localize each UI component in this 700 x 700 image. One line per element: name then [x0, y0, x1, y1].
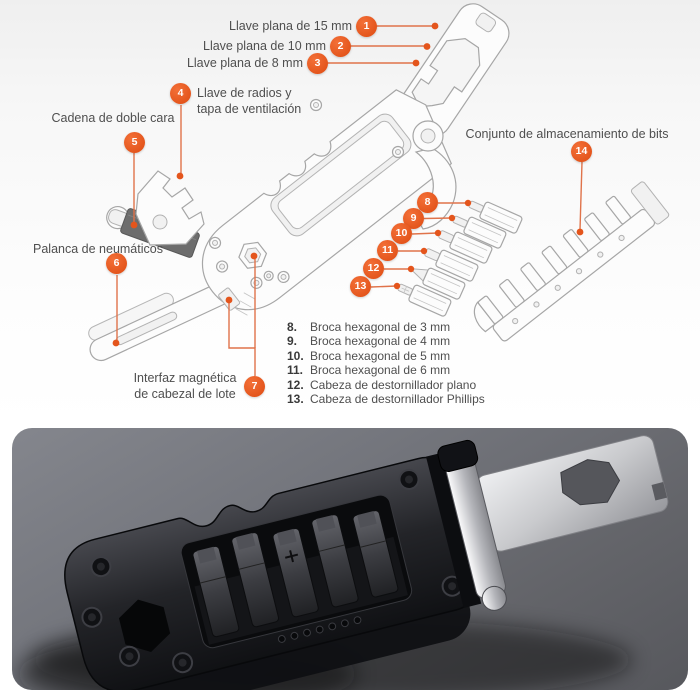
callout-label-magnetic-interface: Interfaz magnética de cabezal de lote	[133, 371, 237, 401]
callout-label-spoke-wrench: Llave de radios y tapa de ventilación	[197, 86, 302, 116]
callout-badge-6: 6	[106, 253, 127, 274]
bit-badge-11: 11	[377, 240, 398, 261]
exploded-diagram: Llave plana de 15 mm Llave plana de 10 m…	[0, 0, 700, 428]
callout-badge-5: 5	[124, 132, 145, 153]
bits-drawing	[397, 200, 523, 317]
photo-hex-hole	[118, 599, 171, 652]
bit-legend-list: 8. Broca hexagonal de 3 mm 9. Broca hexago…	[287, 320, 485, 406]
callout-badge-2: 2	[330, 36, 351, 57]
bit-legend-item: 10. Broca hexagonal de 5 mm	[287, 349, 485, 363]
bit-legend-text: Cabeza de destornillador Phillips	[310, 392, 485, 407]
bit-legend-num: 11.	[287, 363, 304, 378]
spoke-wrench-drawing	[135, 170, 205, 246]
callout-badge-1: 1	[356, 16, 377, 37]
photo-drain-holes	[277, 616, 362, 643]
leader-lines	[112, 22, 584, 376]
bit-badge-13: 13	[350, 276, 371, 297]
bit-legend-text: Broca hexagonal de 4 mm	[310, 334, 451, 349]
bit-rack-drawing	[473, 181, 670, 342]
callout-label-8mm: Llave plana de 8 mm	[186, 56, 303, 70]
bit-legend-text: Broca hexagonal de 3 mm	[310, 320, 451, 334]
bit-legend-text: Cabeza de destornillador plano	[310, 377, 477, 392]
bit-legend-num: 10.	[287, 348, 304, 363]
bit-badge-10: 10	[391, 223, 412, 244]
callout-label-bit-storage: Conjunto de almacenamiento de bits	[465, 127, 669, 141]
callout-badge-4: 4	[170, 83, 191, 104]
bit-badge-12: 12	[363, 258, 384, 279]
callout-label-15mm: Llave plana de 15 mm	[229, 19, 352, 33]
bit-badge-8: 8	[417, 192, 438, 213]
bit-legend-item: 8. Broca hexagonal de 3 mm	[287, 320, 485, 334]
callout-badge-14: 14	[571, 141, 592, 162]
callout-badge-3: 3	[307, 53, 328, 74]
photo-hinge-housing	[425, 452, 482, 609]
bit-legend-item: 12. Cabeza de destornillador plano	[287, 378, 485, 392]
bit-legend-item: 9. Broca hexagonal de 4 mm	[287, 334, 485, 348]
tire-lever-drawing	[88, 282, 231, 362]
bit-legend-item: 13. Cabeza de destornillador Phillips	[287, 392, 485, 406]
callout-label-tire-lever: Palanca de neumáticos	[33, 242, 163, 256]
bit-legend-num: 12.	[287, 377, 304, 392]
bit-legend-num: 9.	[287, 334, 298, 349]
product-photo-render	[17, 435, 669, 690]
photo-multitool	[64, 435, 669, 690]
product-photo	[12, 428, 688, 690]
photo-bits	[192, 510, 399, 638]
callout-badge-7: 7	[244, 376, 265, 397]
bit-legend-num: 13.	[287, 392, 304, 407]
multitool-line-art	[88, 3, 670, 376]
bit-legend-item: 11. Broca hexagonal de 6 mm	[287, 363, 485, 377]
bit-legend-text: Broca hexagonal de 6 mm	[310, 363, 451, 378]
photo-hinge-pin	[481, 585, 507, 611]
photo-wrench-cutout	[560, 459, 621, 506]
bit-legend-text: Broca hexagonal de 5 mm	[310, 348, 451, 363]
bit-badge-9: 9	[403, 208, 424, 229]
callout-label-chain: Cadena de doble cara	[51, 111, 175, 125]
bit-legend-num: 8.	[287, 320, 298, 334]
callout-label-10mm: Llave plana de 10 mm	[203, 39, 326, 53]
